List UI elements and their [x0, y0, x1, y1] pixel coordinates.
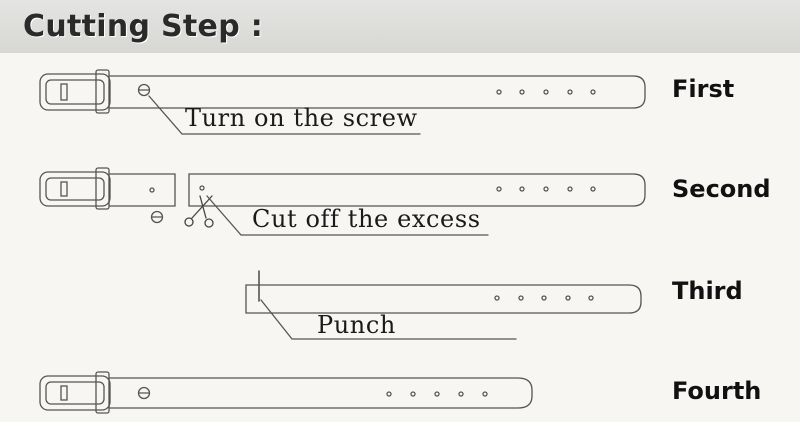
step2-annotation: Cut off the excess — [252, 205, 481, 233]
belt-holes — [496, 89, 596, 95]
step2-leader-line — [206, 195, 489, 236]
scissors-icon — [184, 195, 214, 228]
step1-belt — [39, 69, 646, 135]
screw-icon — [137, 386, 151, 400]
step1-label: First — [672, 75, 735, 103]
belt-buckle-icon — [39, 375, 111, 411]
step2-label: Second — [672, 175, 771, 203]
step4-belt — [39, 371, 533, 414]
belt-buckle-icon — [39, 73, 111, 111]
header-bar — [0, 0, 800, 53]
step3-label: Third — [672, 277, 743, 305]
step3-leader-line — [260, 299, 517, 340]
step4-label: Fourth — [672, 377, 762, 405]
belt-holes — [386, 391, 488, 397]
step3-annotation: Punch — [317, 311, 396, 339]
step3-belt — [245, 270, 642, 340]
belt-holes — [494, 295, 594, 301]
step1-leader-line — [148, 95, 421, 135]
screw-icon — [137, 83, 151, 97]
step1-annotation: Turn on the screw — [185, 104, 418, 132]
page-title: Cutting Step : — [23, 9, 264, 44]
belt-buckle-icon — [39, 171, 111, 207]
screw-icon — [150, 210, 164, 224]
step2-belt — [39, 167, 646, 236]
belt-holes — [496, 186, 596, 192]
